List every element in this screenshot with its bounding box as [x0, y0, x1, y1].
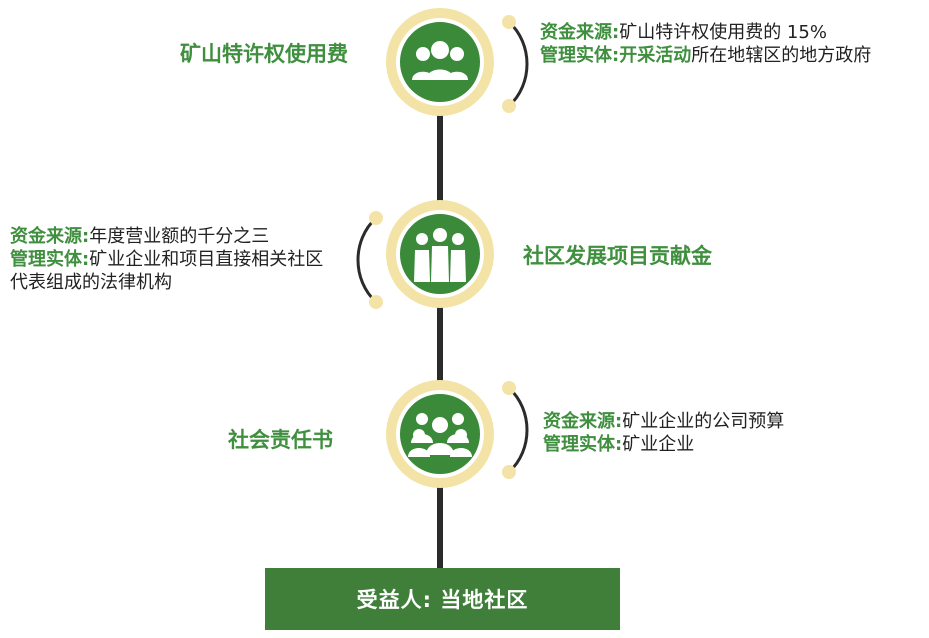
business-people-icon: [412, 41, 468, 80]
tier-3-info: 资金来源:矿业企业的公司预算 管理实体:矿业企业: [543, 410, 913, 456]
tier-3-title: 社会责任书: [228, 428, 333, 452]
beneficiary-box: 受益人: 当地社区: [265, 568, 620, 630]
tier-1-management: 管理实体:开采活动所在地辖区的地方政府: [540, 45, 872, 66]
tier-1-node: [386, 8, 494, 116]
tier-2-bracket: [356, 211, 383, 309]
tier-2-info: 资金来源:年度营业额的千分之三 管理实体:矿业企业和项目直接相关社区代表组成的法…: [10, 225, 340, 294]
tier-3-management: 管理实体:矿业企业: [543, 434, 695, 455]
tier-1-info: 资金来源:矿山特许权使用费的 15% 管理实体:开采活动所在地辖区的地方政府: [540, 21, 920, 67]
tier-2-management: 管理实体:矿业企业和项目直接相关社区代表组成的法律机构: [10, 249, 324, 293]
timeline-spine: [437, 60, 443, 580]
tier-3-bracket: [502, 381, 529, 479]
tier-2-node: [386, 200, 494, 308]
tier-1-funding: 资金来源:矿山特许权使用费的 15%: [540, 22, 827, 43]
crowd-icon: [408, 413, 472, 457]
tier-2-title: 社区发展项目贡献金: [523, 244, 712, 268]
tier-1-bracket: [502, 15, 529, 113]
team-group-icon: [414, 228, 466, 282]
tier-3-node: [386, 380, 494, 488]
tier-3-funding: 资金来源:矿业企业的公司预算: [543, 411, 785, 432]
tier-2-funding: 资金来源:年度营业额的千分之三: [10, 226, 270, 247]
tier-1-title: 矿山特许权使用费: [180, 42, 348, 66]
